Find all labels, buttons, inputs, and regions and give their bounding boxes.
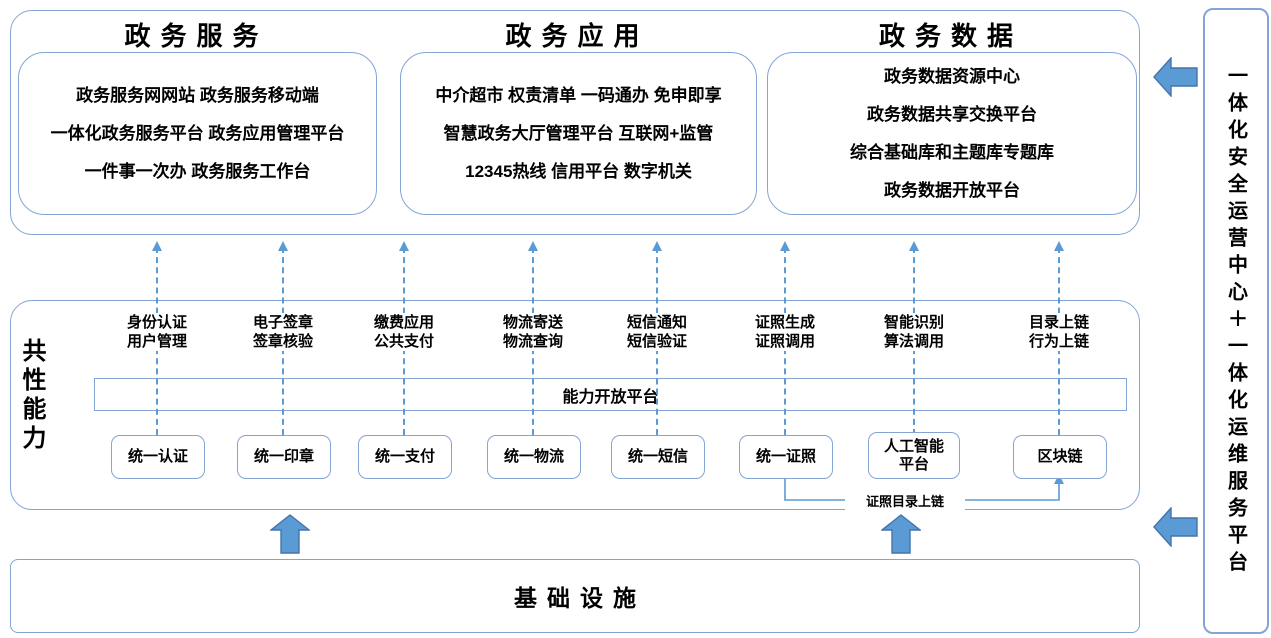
- infrastructure-bar: 基础设施: [10, 559, 1140, 633]
- capability-side-label: 共性能力: [18, 338, 45, 454]
- applications-box: 中介超市 权责清单 一码通办 免申即享 智慧政务大厅管理平台 互联网+监管 12…: [400, 52, 757, 215]
- top-title-applications: 政务应用: [505, 21, 650, 51]
- up-arrow-icon: [881, 514, 921, 554]
- capability-label-payment: 缴费应用 公共支付: [339, 313, 469, 351]
- unified-auth-box: 统一认证: [111, 435, 205, 479]
- unified-seal-box: 统一印章: [237, 435, 331, 479]
- security-ops-sidebar: 一体化安全运营中心＋一体化运维服务平台: [1203, 8, 1269, 634]
- infrastructure-label: 基础设施: [514, 585, 646, 611]
- data-box: 政务数据资源中心 政务数据共享交换平台 综合基础库和主题库专题库 政务数据开放平…: [767, 52, 1137, 215]
- capability-label-license: 证照生成 证照调用: [720, 313, 850, 351]
- left-arrow-icon: [1153, 507, 1198, 547]
- unified-payment-box: 统一支付: [358, 435, 452, 479]
- unified-license-box: 统一证照: [739, 435, 833, 479]
- top-title-services: 政务服务: [124, 21, 269, 51]
- unified-logistics-box: 统一物流: [487, 435, 581, 479]
- capability-open-platform-bar: 能力开放平台: [94, 378, 1127, 411]
- capability-label-sms: 短信通知 短信验证: [592, 313, 722, 351]
- capability-label-blockchain: 目录上链 行为上链: [994, 313, 1124, 351]
- unified-sms-box: 统一短信: [611, 435, 705, 479]
- capability-label-logistics: 物流寄送 物流查询: [468, 313, 598, 351]
- up-arrow-icon: [270, 514, 310, 554]
- capability-label-identity: 身份认证 用户管理: [92, 313, 222, 351]
- blockchain-box: 区块链: [1013, 435, 1107, 479]
- top-title-data: 政务数据: [878, 21, 1023, 51]
- applications-box-text: 中介超市 权责清单 一码通办 免申即享 智慧政务大厅管理平台 互联网+监管 12…: [435, 85, 722, 181]
- left-arrow-icon: [1153, 57, 1198, 97]
- services-box: 政务服务网网站 政务服务移动端 一体化政务服务平台 政务应用管理平台 一件事一次…: [18, 52, 377, 215]
- capability-open-platform-label: 能力开放平台: [550, 382, 671, 407]
- services-box-text: 政务服务网网站 政务服务移动端 一体化政务服务平台 政务应用管理平台 一件事一次…: [50, 85, 345, 181]
- capability-label-ai: 智能识别 算法调用: [849, 313, 979, 351]
- ai-platform-box: 人工智能平台: [868, 432, 960, 479]
- connector-label: 证照目录上链: [845, 491, 965, 510]
- data-box-text: 政务数据资源中心 政务数据共享交换平台 综合基础库和主题库专题库 政务数据开放平…: [850, 66, 1054, 200]
- security-ops-sidebar-label: 一体化安全运营中心＋一体化运维服务平台: [1224, 64, 1247, 578]
- capability-label-signature: 电子签章 签章核验: [218, 313, 348, 351]
